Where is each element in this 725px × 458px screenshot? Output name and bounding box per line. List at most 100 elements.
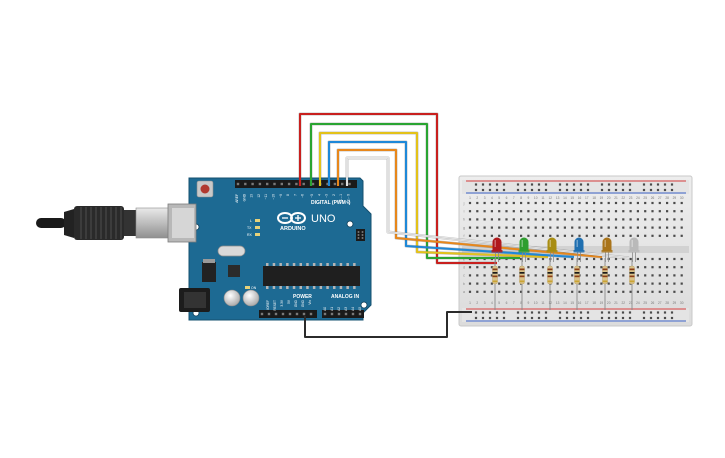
led-red[interactable]: [491, 237, 503, 263]
column-number: 2: [476, 196, 478, 200]
analog-pin-label: A0: [323, 307, 327, 311]
top-power-rail: [462, 180, 689, 194]
on-label: ON: [251, 286, 257, 290]
digital-pin-label: ~6: [301, 194, 305, 198]
digital-pin-label: ~9: [279, 194, 283, 198]
blue-wire[interactable]: [328, 141, 575, 258]
arduino-uno-board[interactable]: DIGITAL (PWM~) ARDUINO UNO L TX RX: [167, 177, 372, 321]
mount-hole: [346, 220, 354, 228]
column-number: 13: [556, 301, 560, 305]
resistor[interactable]: [629, 258, 635, 310]
usb-cable[interactable]: [36, 206, 171, 240]
led-white[interactable]: [628, 237, 640, 263]
column-number: 24: [636, 196, 640, 200]
analog-header[interactable]: [322, 310, 364, 318]
wires[interactable]: [298, 112, 630, 338]
power-header[interactable]: [259, 310, 317, 318]
column-number: 13: [556, 196, 560, 200]
red-wire[interactable]: [299, 113, 497, 264]
column-number: 15: [570, 196, 574, 200]
analog-pin-label: A2: [337, 307, 341, 311]
icsp-header: [356, 229, 365, 241]
column-number: 9: [528, 196, 530, 200]
power-pin-label: IOREF: [266, 300, 270, 310]
column-number: 8: [520, 196, 522, 200]
mount-hole: [360, 301, 368, 309]
ground-wire[interactable]: [304, 311, 472, 338]
resistor[interactable]: [547, 258, 553, 310]
analog-pin-label: A3: [344, 307, 348, 311]
column-number: 29: [673, 301, 677, 305]
power-pin-label: 3.3V: [280, 299, 284, 306]
row-letter: e: [463, 257, 465, 261]
column-number: 28: [665, 196, 669, 200]
digital-pin-label: 2: [332, 194, 336, 196]
usb-plug-metal: [135, 207, 171, 239]
digital-pin-label: ~3: [325, 194, 329, 198]
row-letter: i: [464, 210, 465, 214]
resistor[interactable]: [492, 258, 498, 310]
column-number: 27: [658, 196, 662, 200]
led-blue[interactable]: [573, 237, 585, 263]
column-number: 26: [651, 301, 655, 305]
row-letter: g: [463, 226, 465, 230]
column-number: 21: [614, 301, 618, 305]
column-number: 30: [680, 301, 684, 305]
row-letter: b: [463, 282, 465, 286]
orange-wire[interactable]: [337, 149, 603, 258]
green-wire[interactable]: [310, 123, 520, 259]
column-number: 20: [607, 196, 611, 200]
resistor[interactable]: [574, 258, 580, 310]
column-number: 7: [513, 196, 515, 200]
capacitor: [223, 289, 241, 307]
column-number: 29: [673, 196, 677, 200]
column-number: 1: [469, 196, 471, 200]
column-number: 25: [643, 301, 647, 305]
column-number: 1: [469, 301, 471, 305]
column-number: 21: [614, 196, 618, 200]
row-letter: h: [463, 218, 465, 222]
svg-text:RX: RX: [247, 233, 253, 237]
digital-pin-label: GND: [242, 193, 246, 201]
column-number: 14: [563, 301, 567, 305]
column-number: 14: [563, 196, 567, 200]
atmega-chip: [263, 266, 360, 286]
brand-label: ARDUINO: [280, 226, 306, 232]
column-number: 23: [629, 301, 633, 305]
usb-chip: [228, 265, 240, 277]
yellow-wire[interactable]: [319, 132, 549, 258]
digital-pin-label: 7: [293, 194, 297, 196]
components[interactable]: [491, 237, 640, 311]
resistor[interactable]: [519, 258, 525, 310]
digital-header-label: DIGITAL (PWM~): [311, 200, 351, 206]
digital-pin-label: ~5: [310, 194, 314, 198]
column-number: 10: [534, 196, 538, 200]
column-number: 11: [541, 196, 545, 200]
column-number: 23: [629, 196, 633, 200]
column-number: 5: [498, 196, 500, 200]
analog-header-label: ANALOG IN: [331, 294, 359, 300]
column-number: 24: [636, 301, 640, 305]
resistor[interactable]: [602, 258, 608, 310]
crystal-oscillator: [217, 245, 246, 257]
digital-pin-label: ~11: [264, 194, 268, 200]
column-number: 18: [592, 301, 596, 305]
status-leds: L TX RX: [247, 219, 260, 237]
column-number: 19: [600, 196, 604, 200]
digital-pin-label: TX→1: [339, 194, 343, 204]
power-pin-label: 5V: [287, 299, 291, 304]
led-green[interactable]: [518, 237, 530, 263]
column-number: 3: [484, 196, 486, 200]
digital-pin-label: 8: [286, 194, 290, 196]
column-number: 20: [607, 301, 611, 305]
row-letter: f: [464, 234, 465, 238]
led-orange[interactable]: [601, 237, 613, 263]
capacitor: [242, 289, 260, 307]
column-number: 17: [585, 301, 589, 305]
column-number: 15: [570, 301, 574, 305]
led-yellow[interactable]: [546, 237, 558, 263]
